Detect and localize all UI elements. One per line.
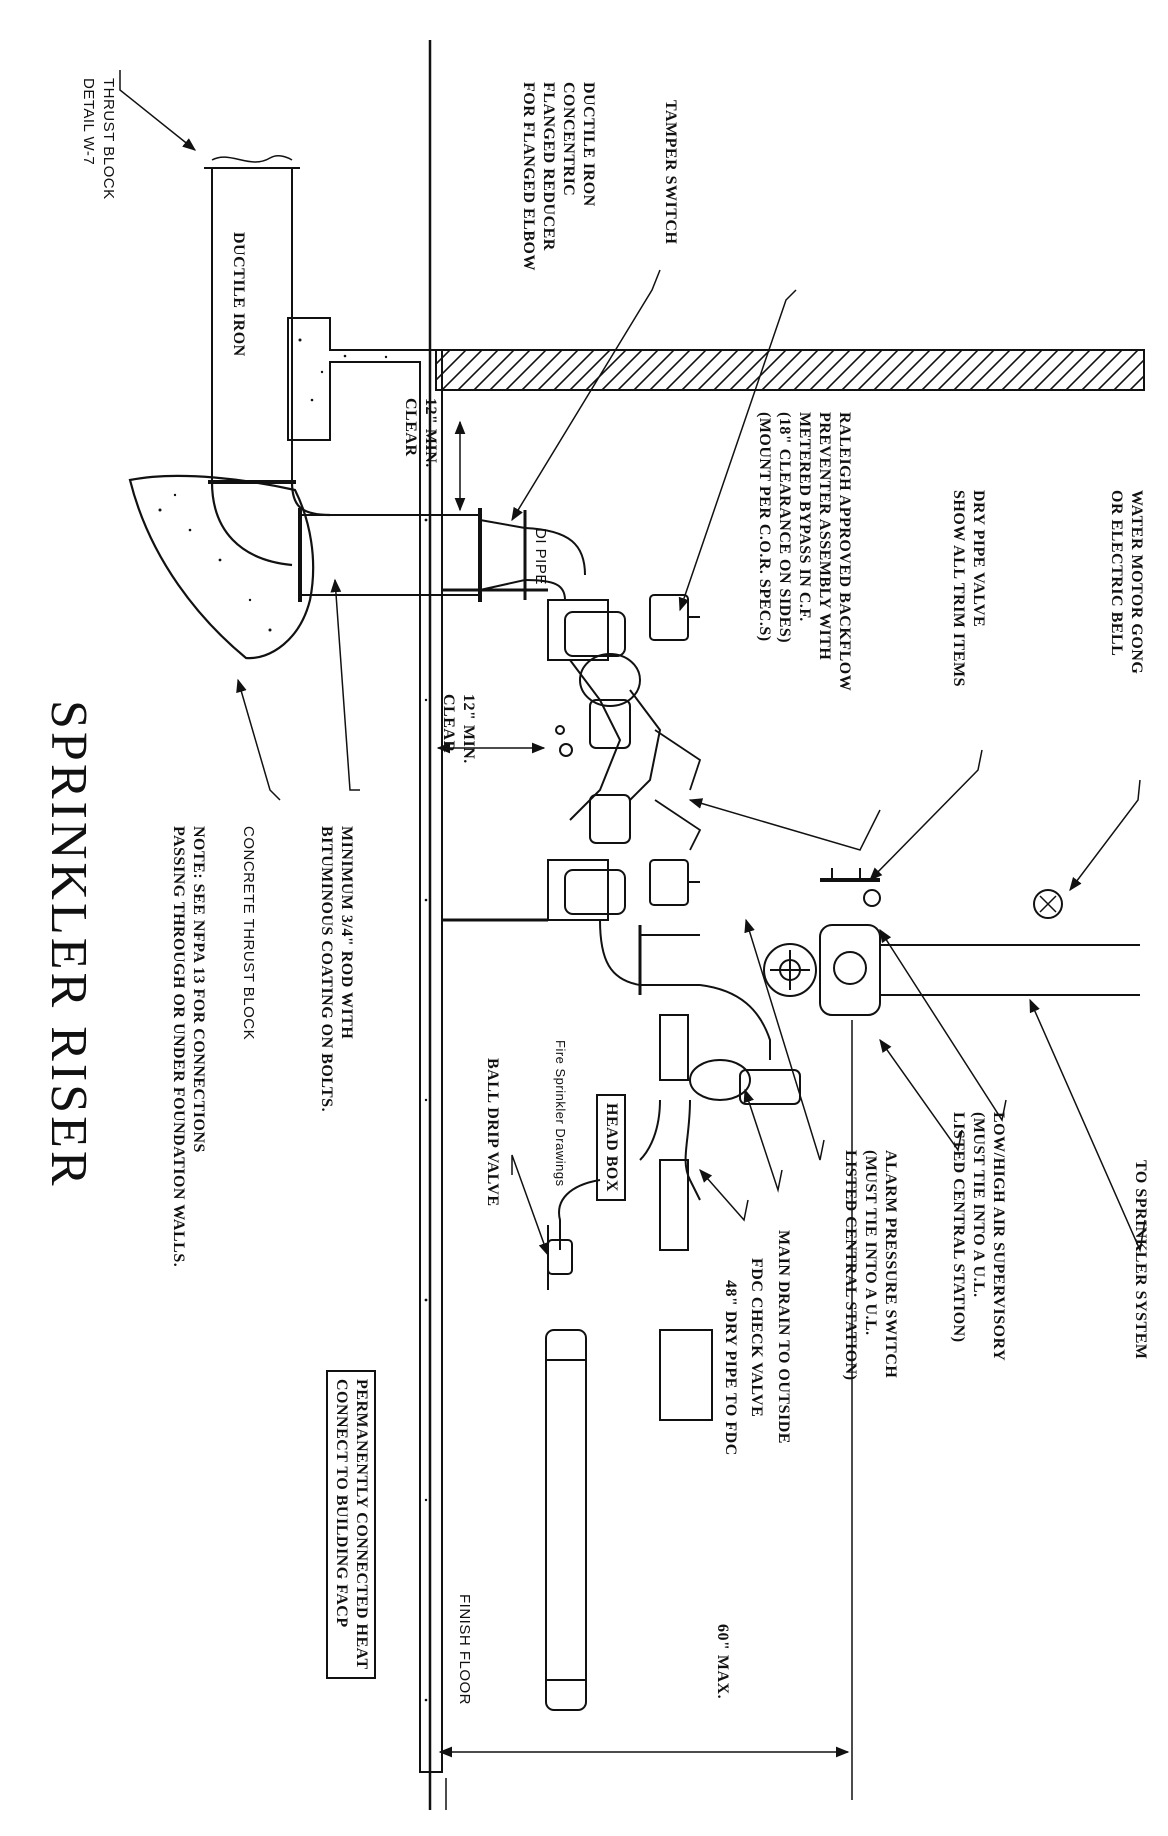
dry-valve-wheel [763,943,817,997]
concrete-speckle [298,338,428,1702]
fdc-check-valve [739,1069,801,1105]
check-valve-2 [589,794,631,844]
drawings-tube [545,1329,587,1711]
low-high-air-label: LOW/HIGH AIR SUPERVISORY(MUST TIE INTO A… [950,1112,1007,1362]
gate-valve-1 [564,611,626,657]
dry-valve-body [819,924,881,1016]
backflow-body-lower [547,599,609,661]
footing [287,317,443,1773]
thrust-block [128,474,315,660]
gate-valve-2 [564,869,626,915]
to-sprinkler-system-label: TO SPRINKLER SYSTEM [1132,1160,1149,1360]
gauge [863,889,881,907]
bell-icon [1033,889,1063,919]
wall-hatch [435,349,1145,391]
max-height-label: 60" MAX. [714,1624,731,1700]
fdc-flange [659,1014,689,1081]
clearance-mid-label: 12" MIN.CLEAR [440,694,477,764]
fire-sprinkler-drawings-label: Fire Sprinkler Drawings [553,1040,568,1187]
ball-drip-valve-label: BALL DRIP VALVE [484,1058,501,1207]
main-drain-label: MAIN DRAIN TO OUTSIDE [775,1230,792,1444]
tamper-switch-label: TAMPER SWITCH [662,100,679,245]
check-valve-1 [589,699,631,749]
concrete-thrust-block-label: CONCRETE THRUST BLOCK [240,826,257,1041]
head-box-label: HEAD BOX [596,1094,626,1201]
ductile-iron-pipe-label: DUCTILE IRON [230,232,247,357]
clearance-top-label: 12" MIN.CLEAR [402,398,439,468]
alarm-pressure-switch-label: ALARM PRESSURE SWITCH(MUST TIE INTO A U.… [842,1150,899,1381]
finish-floor-label: FINISH FLOOR [456,1594,473,1706]
fdc-check-valve-label: FDC CHECK VALVE [748,1258,765,1418]
di-pipe-label: DI PIPE [532,528,549,585]
dry-pipe-to-fdc-label: 48" DRY PIPE TO FDC [722,1280,739,1456]
drawing-title: SPRINKLER RISER [40,700,97,1189]
head-box-frame [659,1329,713,1421]
